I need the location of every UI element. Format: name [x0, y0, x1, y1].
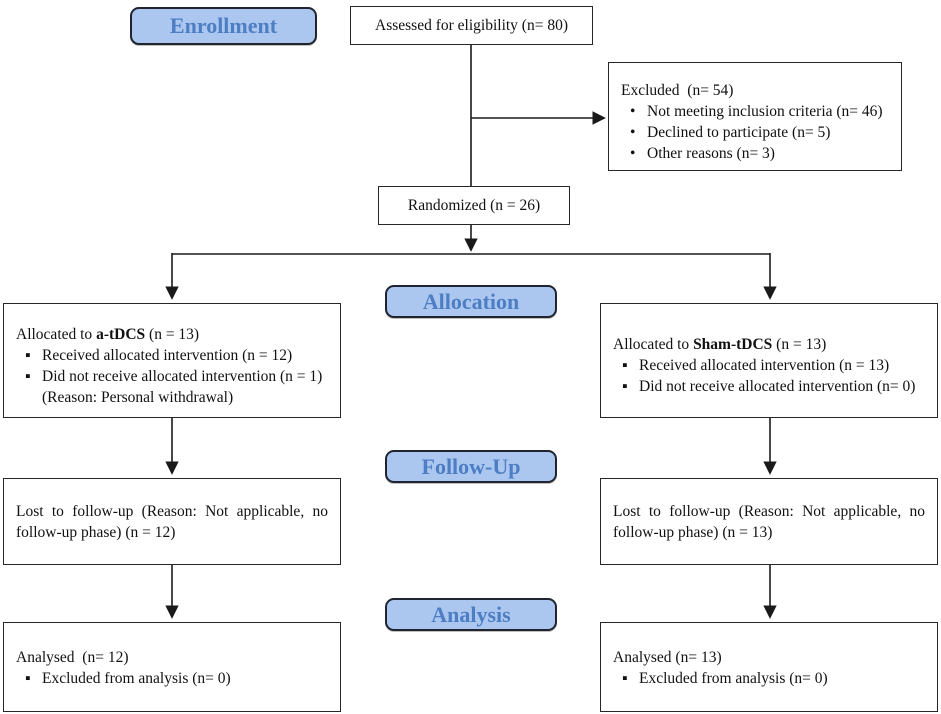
allocation-left-bullet-2: ▪ Did not receive allocated intervention…: [16, 366, 328, 387]
allocation-right-title: Allocated to Sham-tDCS (n = 13): [613, 334, 925, 355]
bullet-icon: ▪: [622, 357, 628, 374]
allocation-right-title-suffix: (n = 13): [772, 336, 827, 353]
box-followup-atdcs: Lost to follow-up (Reason: Not applicabl…: [3, 478, 341, 565]
stage-label-analysis: Analysis: [385, 598, 557, 631]
excluded-bullet-2-text: Declined to participate (n= 5): [647, 124, 831, 141]
bullet-icon: •: [630, 124, 636, 141]
allocation-left-title-prefix: Allocated to: [16, 326, 97, 343]
box-followup-sham: Lost to follow-up (Reason: Not applicabl…: [600, 478, 938, 565]
allocation-right-group-name: Sham-tDCS: [693, 336, 773, 353]
analysis-right-title: Analysed (n= 13): [613, 649, 722, 666]
stage-label-allocation-text: Allocation: [422, 288, 520, 314]
followup-left-text: Lost to follow-up (Reason: Not applicabl…: [16, 503, 328, 541]
bullet-icon: ▪: [25, 347, 31, 364]
analysis-left-title: Analysed (n= 12): [16, 649, 129, 666]
box-excluded: Excluded (n= 54) • Not meeting inclusion…: [608, 62, 902, 171]
stage-label-allocation: Allocation: [385, 285, 557, 318]
stage-label-enrollment-text: Enrollment: [169, 13, 278, 38]
allocation-left-bullet-1: ▪ Received allocated intervention (n = 1…: [16, 345, 328, 366]
analysis-right-bullet-1-text: Excluded from analysis (n= 0): [639, 670, 828, 687]
followup-right-text: Lost to follow-up (Reason: Not applicabl…: [613, 503, 925, 541]
box-allocation-sham: Allocated to Sham-tDCS (n = 13) ▪ Receiv…: [600, 303, 938, 418]
excluded-bullet-2: • Declined to participate (n= 5): [621, 122, 889, 143]
stage-label-followup: Follow-Up: [385, 450, 557, 483]
allocation-right-bullet-1: ▪ Received allocated intervention (n = 1…: [613, 355, 925, 376]
box-allocation-atdcs: Allocated to a-tDCS (n = 13) ▪ Received …: [3, 303, 341, 418]
bullet-icon: •: [630, 145, 636, 162]
bullet-icon: ▪: [25, 368, 31, 385]
bullet-icon: ▪: [622, 670, 628, 687]
allocation-left-bullet-2-text: Did not receive allocated intervention (…: [42, 368, 323, 385]
randomized-text: Randomized (n = 26): [407, 197, 541, 214]
allocation-left-reason: (Reason: Personal withdrawal): [42, 389, 234, 406]
box-randomized: Randomized (n = 26): [378, 186, 570, 225]
analysis-left-bullet-1-text: Excluded from analysis (n= 0): [42, 670, 231, 687]
box-analysis-sham: Analysed (n= 13) ▪ Excluded from analysi…: [600, 622, 938, 712]
allocation-left-title-suffix: (n = 13): [145, 326, 200, 343]
allocation-right-bullet-2-text: Did not receive allocated intervention (…: [639, 378, 916, 395]
allocation-left-title: Allocated to a-tDCS (n = 13): [16, 324, 328, 345]
analysis-right-bullet-1: ▪ Excluded from analysis (n= 0): [613, 668, 925, 689]
bullet-icon: ▪: [25, 670, 31, 687]
bullet-icon: ▪: [622, 378, 628, 395]
excluded-bullet-3-text: Other reasons (n= 3): [647, 145, 775, 162]
allocation-right-bullet-1-text: Received allocated intervention (n = 13): [639, 357, 890, 374]
assessed-text: Assessed for eligibility (n= 80): [375, 17, 568, 34]
excluded-title: Excluded (n= 54): [621, 82, 734, 99]
box-assessed-eligibility: Assessed for eligibility (n= 80): [350, 6, 593, 45]
stage-label-followup-text: Follow-Up: [421, 453, 521, 479]
excluded-bullet-3: • Other reasons (n= 3): [621, 143, 889, 164]
allocation-right-bullet-2: ▪ Did not receive allocated intervention…: [613, 376, 925, 397]
stage-label-analysis-text: Analysis: [431, 601, 511, 627]
allocation-right-title-prefix: Allocated to: [613, 336, 694, 353]
allocation-left-group-name: a-tDCS: [96, 326, 146, 343]
analysis-left-bullet-1: ▪ Excluded from analysis (n= 0): [16, 668, 328, 689]
excluded-bullet-1-text: Not meeting inclusion criteria (n= 46): [647, 103, 883, 120]
box-analysis-atdcs: Analysed (n= 12) ▪ Excluded from analysi…: [3, 622, 341, 712]
allocation-left-bullet-1-text: Received allocated intervention (n = 12): [42, 347, 293, 364]
excluded-bullet-1: • Not meeting inclusion criteria (n= 46): [621, 101, 889, 122]
bullet-icon: •: [630, 103, 636, 120]
stage-label-enrollment: Enrollment: [130, 7, 317, 45]
